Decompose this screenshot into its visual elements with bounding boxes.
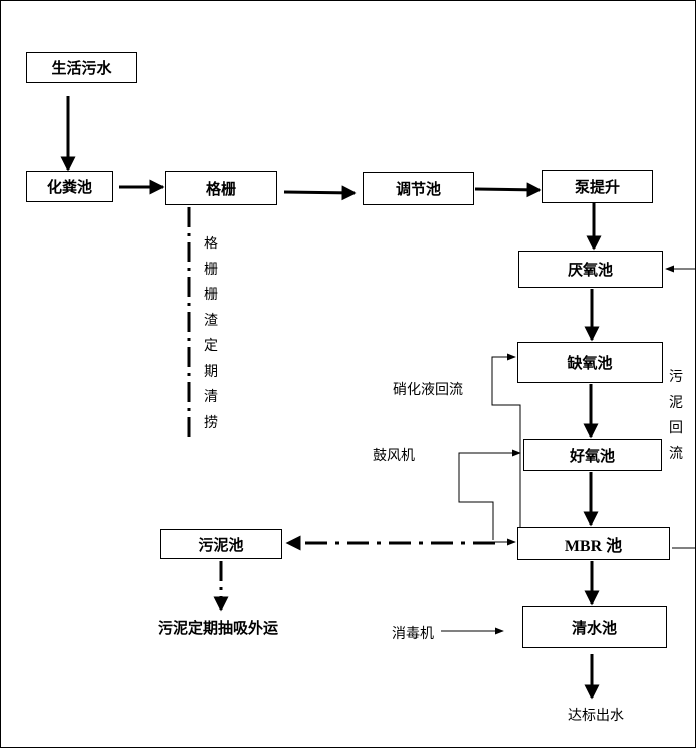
blower-line [458,449,521,540]
domestic-sewage-box: 生活污水 [26,52,137,83]
mbr-tank-box: MBR 池 [517,527,670,560]
regulating-tank-box: 调节池 [363,172,474,205]
sludge-return-label: 污泥回流 [669,369,683,462]
grille-box: 格栅 [165,171,277,205]
clear-water-tank-box: 清水池 [522,606,667,648]
arrow-regulating-to-pump [474,182,542,198]
disinfector-label: 消毒机 [392,626,434,642]
effluent-label: 达标出水 [568,708,624,724]
nitrification-return-label: 硝化液回流 [393,382,463,398]
sludge-transport-label: 污泥定期抽吸外运 [158,619,279,637]
arrow-grille-to-regulating [283,185,357,201]
nitrification-return-line [491,353,521,539]
sludge-tank-box: 污泥池 [160,529,282,559]
anoxic-tank-box: 缺氧池 [517,342,663,383]
blower-label: 鼓风机 [373,448,415,464]
grille-residue-label: 格栅栅渣定期清捞 [204,236,218,431]
aerobic-tank-box: 好氧池 [523,439,662,471]
pump-lift-box: 泵提升 [542,170,653,203]
septic-tank-box: 化粪池 [26,171,113,202]
anaerobic-tank-box: 厌氧池 [518,251,663,288]
